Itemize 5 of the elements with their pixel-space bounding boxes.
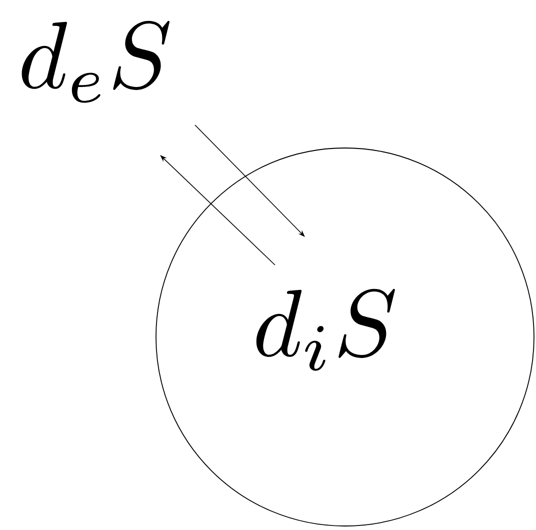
arrow (160, 155, 276, 266)
math-label: $d_iS$ (256, 288, 395, 371)
circle (156, 148, 534, 526)
arrow (194, 124, 305, 237)
math-label: $d_eS$ (22, 20, 170, 103)
